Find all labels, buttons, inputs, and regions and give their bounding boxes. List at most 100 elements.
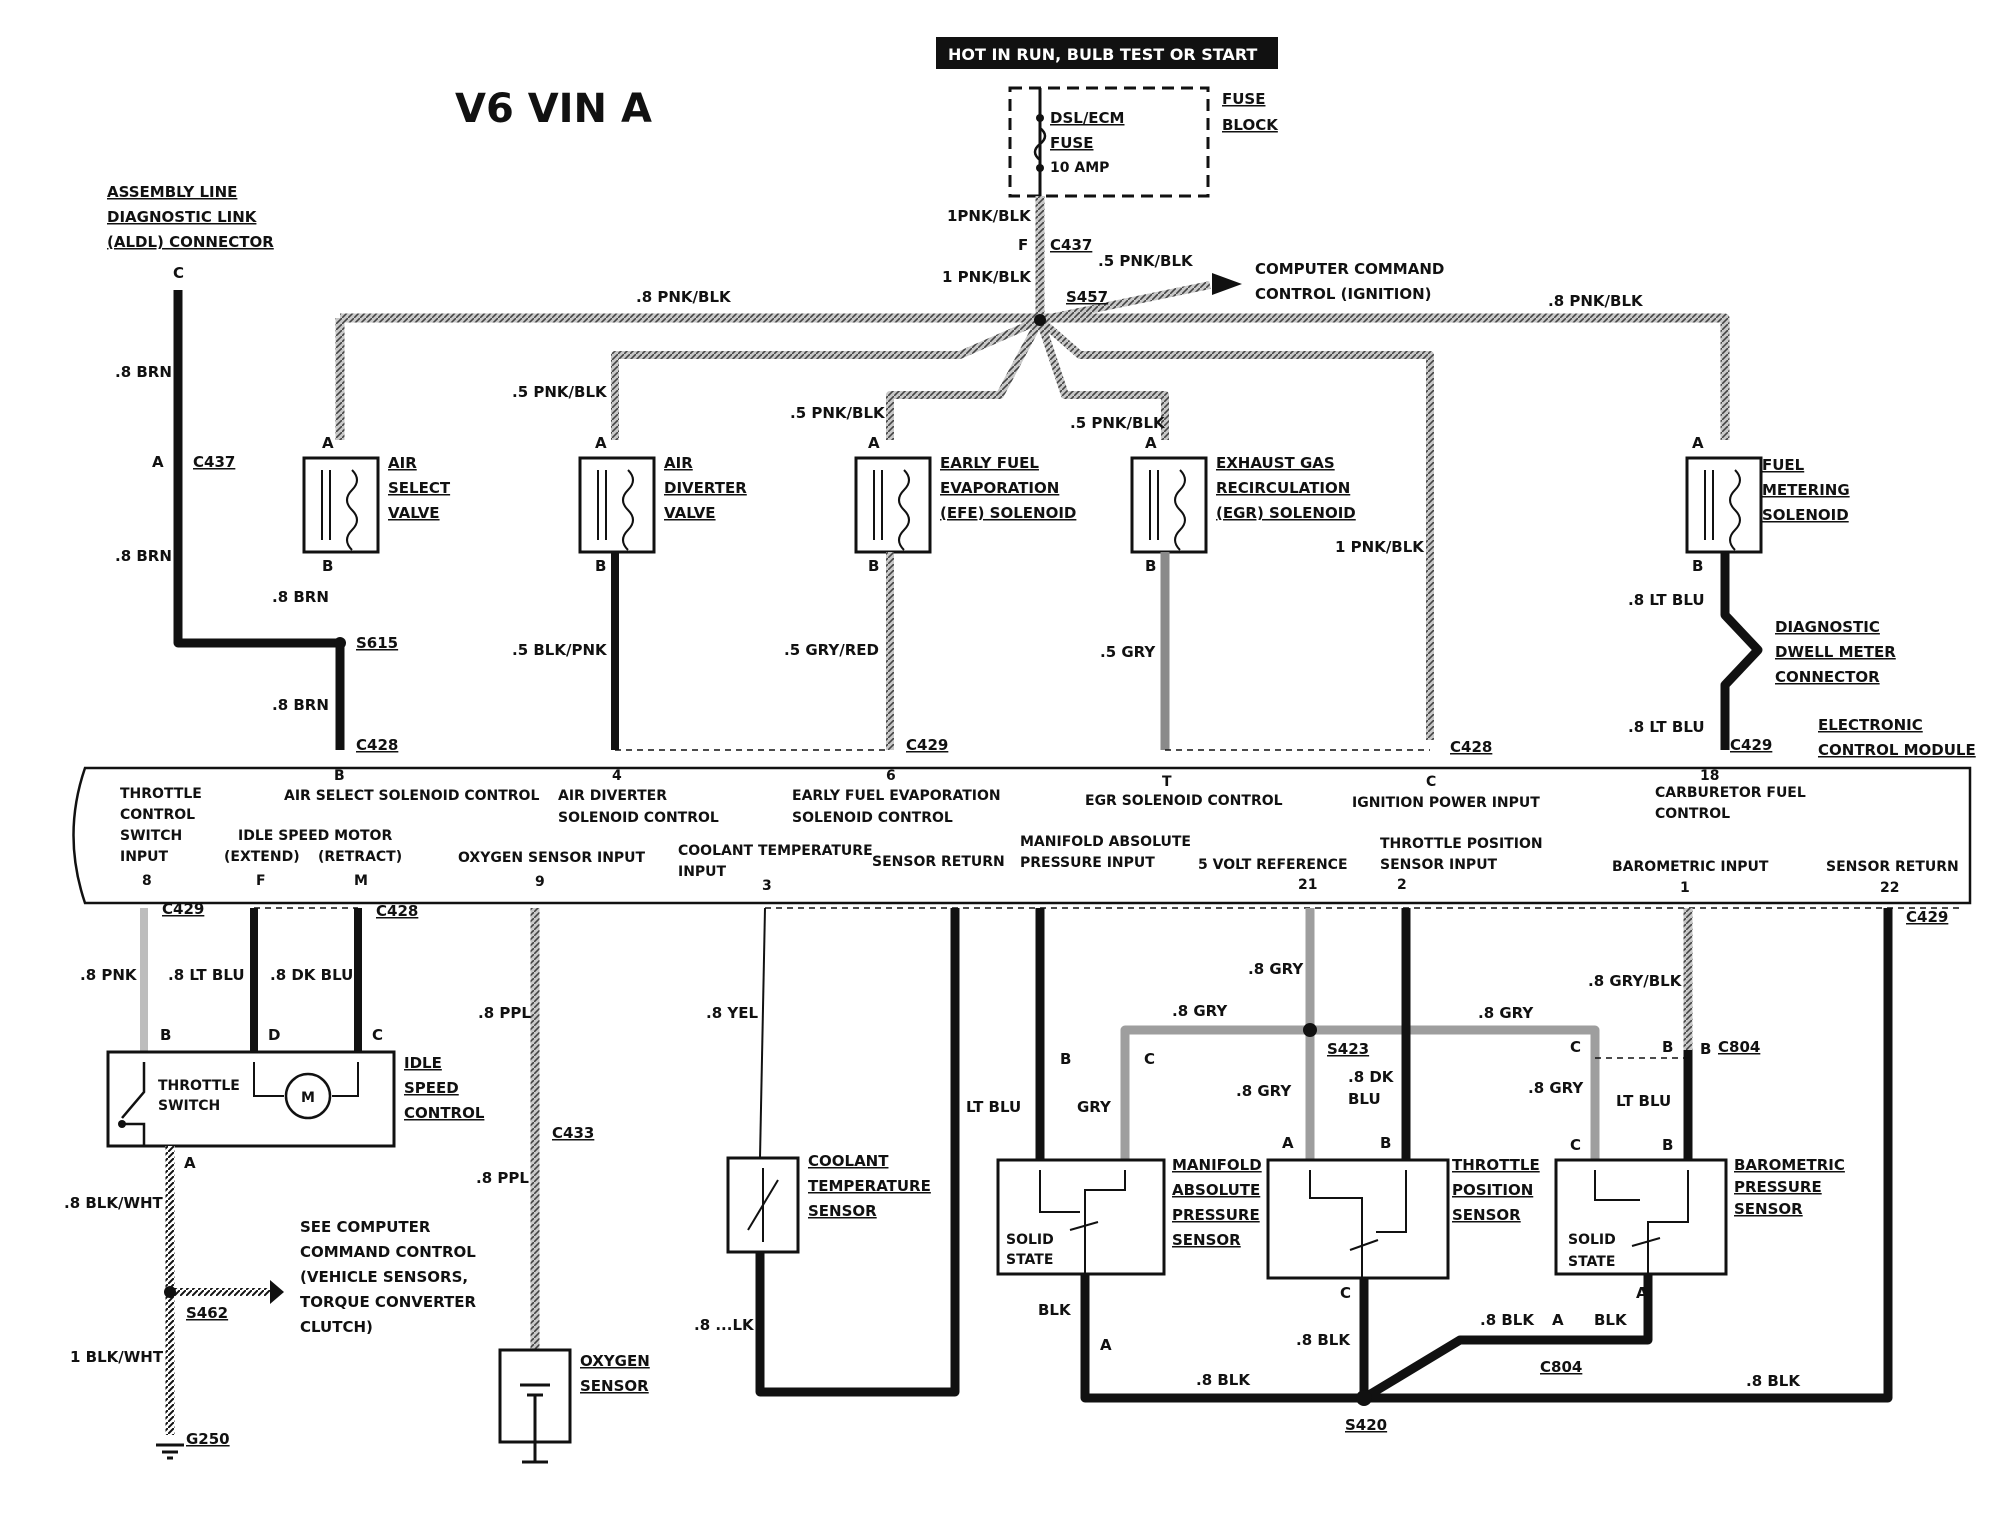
svg-text:.8 BRN: .8 BRN — [272, 696, 329, 714]
svg-text:POSITION: POSITION — [1452, 1181, 1533, 1199]
svg-text:B: B — [1380, 1134, 1391, 1152]
svg-text:COOLANT TEMPERATURE: COOLANT TEMPERATURE — [678, 843, 873, 859]
svg-text:SENSOR: SENSOR — [1452, 1206, 1521, 1224]
svg-text:IDLE: IDLE — [404, 1054, 442, 1072]
svg-text:SENSOR INPUT: SENSOR INPUT — [1380, 857, 1498, 873]
map-sensor: SOLID STATE MANIFOLD ABSOLUTE PRESSURE S… — [996, 1156, 1262, 1276]
svg-text:(VEHICLE SENSORS,: (VEHICLE SENSORS, — [300, 1268, 468, 1286]
arrow-icon — [1212, 273, 1242, 295]
five-volt-ref-wire — [1120, 908, 1600, 1160]
svg-text:.5 GRY/RED: .5 GRY/RED — [784, 641, 879, 659]
svg-text:COMPUTER COMMAND: COMPUTER COMMAND — [1255, 260, 1444, 278]
svg-text:OXYGEN SENSOR INPUT: OXYGEN SENSOR INPUT — [458, 850, 646, 866]
svg-text:SOLID: SOLID — [1006, 1232, 1054, 1248]
svg-text:.8 PPL: .8 PPL — [478, 1004, 531, 1022]
svg-text:C: C — [1570, 1038, 1581, 1056]
pink-black-feed-wires — [335, 196, 1730, 740]
svg-text:.8 GRY: .8 GRY — [1236, 1082, 1292, 1100]
svg-text:TEMPERATURE: TEMPERATURE — [808, 1177, 931, 1195]
egr-solenoid: A B EXHAUST GAS RECIRCULATION (EGR) SOLE… — [1130, 434, 1356, 575]
splice-s420 — [1356, 1390, 1372, 1406]
svg-text:STATE: STATE — [1006, 1252, 1053, 1268]
svg-text:SENSOR RETURN: SENSOR RETURN — [1826, 859, 1959, 875]
svg-text:(EFE) SOLENOID: (EFE) SOLENOID — [940, 504, 1076, 522]
splice-s457-label: S457 — [1066, 288, 1108, 306]
svg-text:STATE: STATE — [1568, 1254, 1615, 1270]
svg-text:.8 GRY/BLK: .8 GRY/BLK — [1588, 972, 1683, 990]
svg-text:AIR DIVERTER: AIR DIVERTER — [558, 788, 667, 804]
svg-text:SENSOR: SENSOR — [1734, 1200, 1803, 1218]
svg-text:.5 PNK/BLK: .5 PNK/BLK — [1098, 252, 1194, 270]
svg-text:A: A — [1100, 1336, 1112, 1354]
svg-text:A: A — [595, 434, 607, 452]
svg-text:SENSOR: SENSOR — [580, 1377, 649, 1395]
svg-text:C437: C437 — [1050, 236, 1092, 254]
yel-wire — [759, 907, 766, 1159]
aldl-connector: ASSEMBLY LINE DIAGNOSTIC LINK (ALDL) CON… — [107, 183, 274, 282]
svg-text:F: F — [256, 873, 266, 889]
brown-wire — [173, 290, 345, 750]
svg-text:.8 DK: .8 DK — [1348, 1068, 1395, 1086]
svg-text:.8 PPL: .8 PPL — [476, 1169, 529, 1187]
svg-text:THROTTLE POSITION: THROTTLE POSITION — [1380, 836, 1543, 852]
svg-text:BLK: BLK — [1038, 1301, 1072, 1319]
svg-text:.5 PNK/BLK: .5 PNK/BLK — [790, 404, 886, 422]
svg-text:THROTTLE: THROTTLE — [120, 786, 202, 802]
diagram-title: V6 VIN A — [455, 86, 652, 132]
svg-text:B: B — [1662, 1038, 1673, 1056]
svg-text:.8 GRY: .8 GRY — [1528, 1079, 1584, 1097]
svg-text:.8 PNK: .8 PNK — [80, 966, 138, 984]
svg-text:A: A — [152, 453, 164, 471]
svg-text:C433: C433 — [552, 1124, 594, 1142]
svg-text:BAROMETRIC INPUT: BAROMETRIC INPUT — [1612, 859, 1769, 875]
coolant-temperature-sensor: COOLANT TEMPERATURE SENSOR — [726, 1152, 931, 1254]
svg-text:.8 PNK/BLK: .8 PNK/BLK — [1548, 292, 1644, 310]
svg-text:IDLE SPEED MOTOR: IDLE SPEED MOTOR — [238, 828, 392, 844]
svg-text:.8 LT BLU: .8 LT BLU — [1628, 718, 1705, 736]
svg-text:RECIRCULATION: RECIRCULATION — [1216, 479, 1350, 497]
svg-text:DSL/ECM: DSL/ECM — [1050, 109, 1124, 127]
throttle-position-sensor: THROTTLE POSITION SENSOR — [1266, 1156, 1540, 1280]
svg-text:SWITCH: SWITCH — [158, 1098, 220, 1114]
svg-text:FUSE: FUSE — [1050, 134, 1093, 152]
svg-text:C428: C428 — [1450, 738, 1492, 756]
svg-text:B: B — [595, 557, 606, 575]
svg-text:D: D — [268, 1026, 280, 1044]
svg-text:.8 BLK/WHT: .8 BLK/WHT — [64, 1194, 164, 1212]
svg-text:B: B — [322, 557, 333, 575]
svg-text:COOLANT: COOLANT — [808, 1152, 889, 1170]
svg-text:C429: C429 — [1906, 908, 1948, 926]
svg-text:CONTROL: CONTROL — [404, 1104, 485, 1122]
svg-text:COMMAND CONTROL: COMMAND CONTROL — [300, 1243, 476, 1261]
svg-text:(ALDL) CONNECTOR: (ALDL) CONNECTOR — [107, 233, 274, 251]
svg-text:.5 PNK/BLK: .5 PNK/BLK — [1070, 414, 1166, 432]
svg-text:A: A — [1636, 1284, 1648, 1302]
svg-text:.8 DK BLU: .8 DK BLU — [270, 966, 353, 984]
svg-text:G250: G250 — [186, 1430, 230, 1448]
svg-text:SPEED: SPEED — [404, 1079, 459, 1097]
svg-text:.8 GRY: .8 GRY — [1478, 1004, 1534, 1022]
svg-text:9: 9 — [535, 874, 545, 890]
svg-text:CONTROL (IGNITION): CONTROL (IGNITION) — [1255, 285, 1431, 303]
ecm-bottom-pins: THROTTLE CONTROL SWITCH INPUT 8 IDLE SPE… — [120, 786, 1959, 896]
svg-text:1 PNK/BLK: 1 PNK/BLK — [942, 268, 1032, 286]
efe-solenoid: A B EARLY FUEL EVAPORATION (EFE) SOLENOI… — [854, 434, 1076, 575]
svg-text:EARLY FUEL EVAPORATION: EARLY FUEL EVAPORATION — [792, 788, 1001, 804]
motor-icon — [284, 1072, 332, 1120]
svg-text:ABSOLUTE: ABSOLUTE — [1172, 1181, 1260, 1199]
lt-blu-wire — [1720, 552, 1763, 750]
svg-text:SOLENOID: SOLENOID — [1762, 506, 1849, 524]
svg-text:TORQUE CONVERTER: TORQUE CONVERTER — [300, 1293, 476, 1311]
svg-text:EVAPORATION: EVAPORATION — [940, 479, 1059, 497]
svg-text:A: A — [1692, 434, 1704, 452]
svg-text:.8 BRN: .8 BRN — [115, 547, 172, 565]
svg-text:C429: C429 — [1730, 736, 1772, 754]
svg-text:5 VOLT REFERENCE: 5 VOLT REFERENCE — [1198, 857, 1348, 873]
svg-text:BLOCK: BLOCK — [1222, 116, 1279, 134]
svg-text:MANIFOLD ABSOLUTE: MANIFOLD ABSOLUTE — [1020, 834, 1191, 850]
svg-text:22: 22 — [1880, 880, 1899, 896]
svg-text:SENSOR: SENSOR — [1172, 1231, 1241, 1249]
svg-text:SENSOR RETURN: SENSOR RETURN — [872, 854, 1005, 870]
svg-text:DWELL METER: DWELL METER — [1775, 643, 1896, 661]
